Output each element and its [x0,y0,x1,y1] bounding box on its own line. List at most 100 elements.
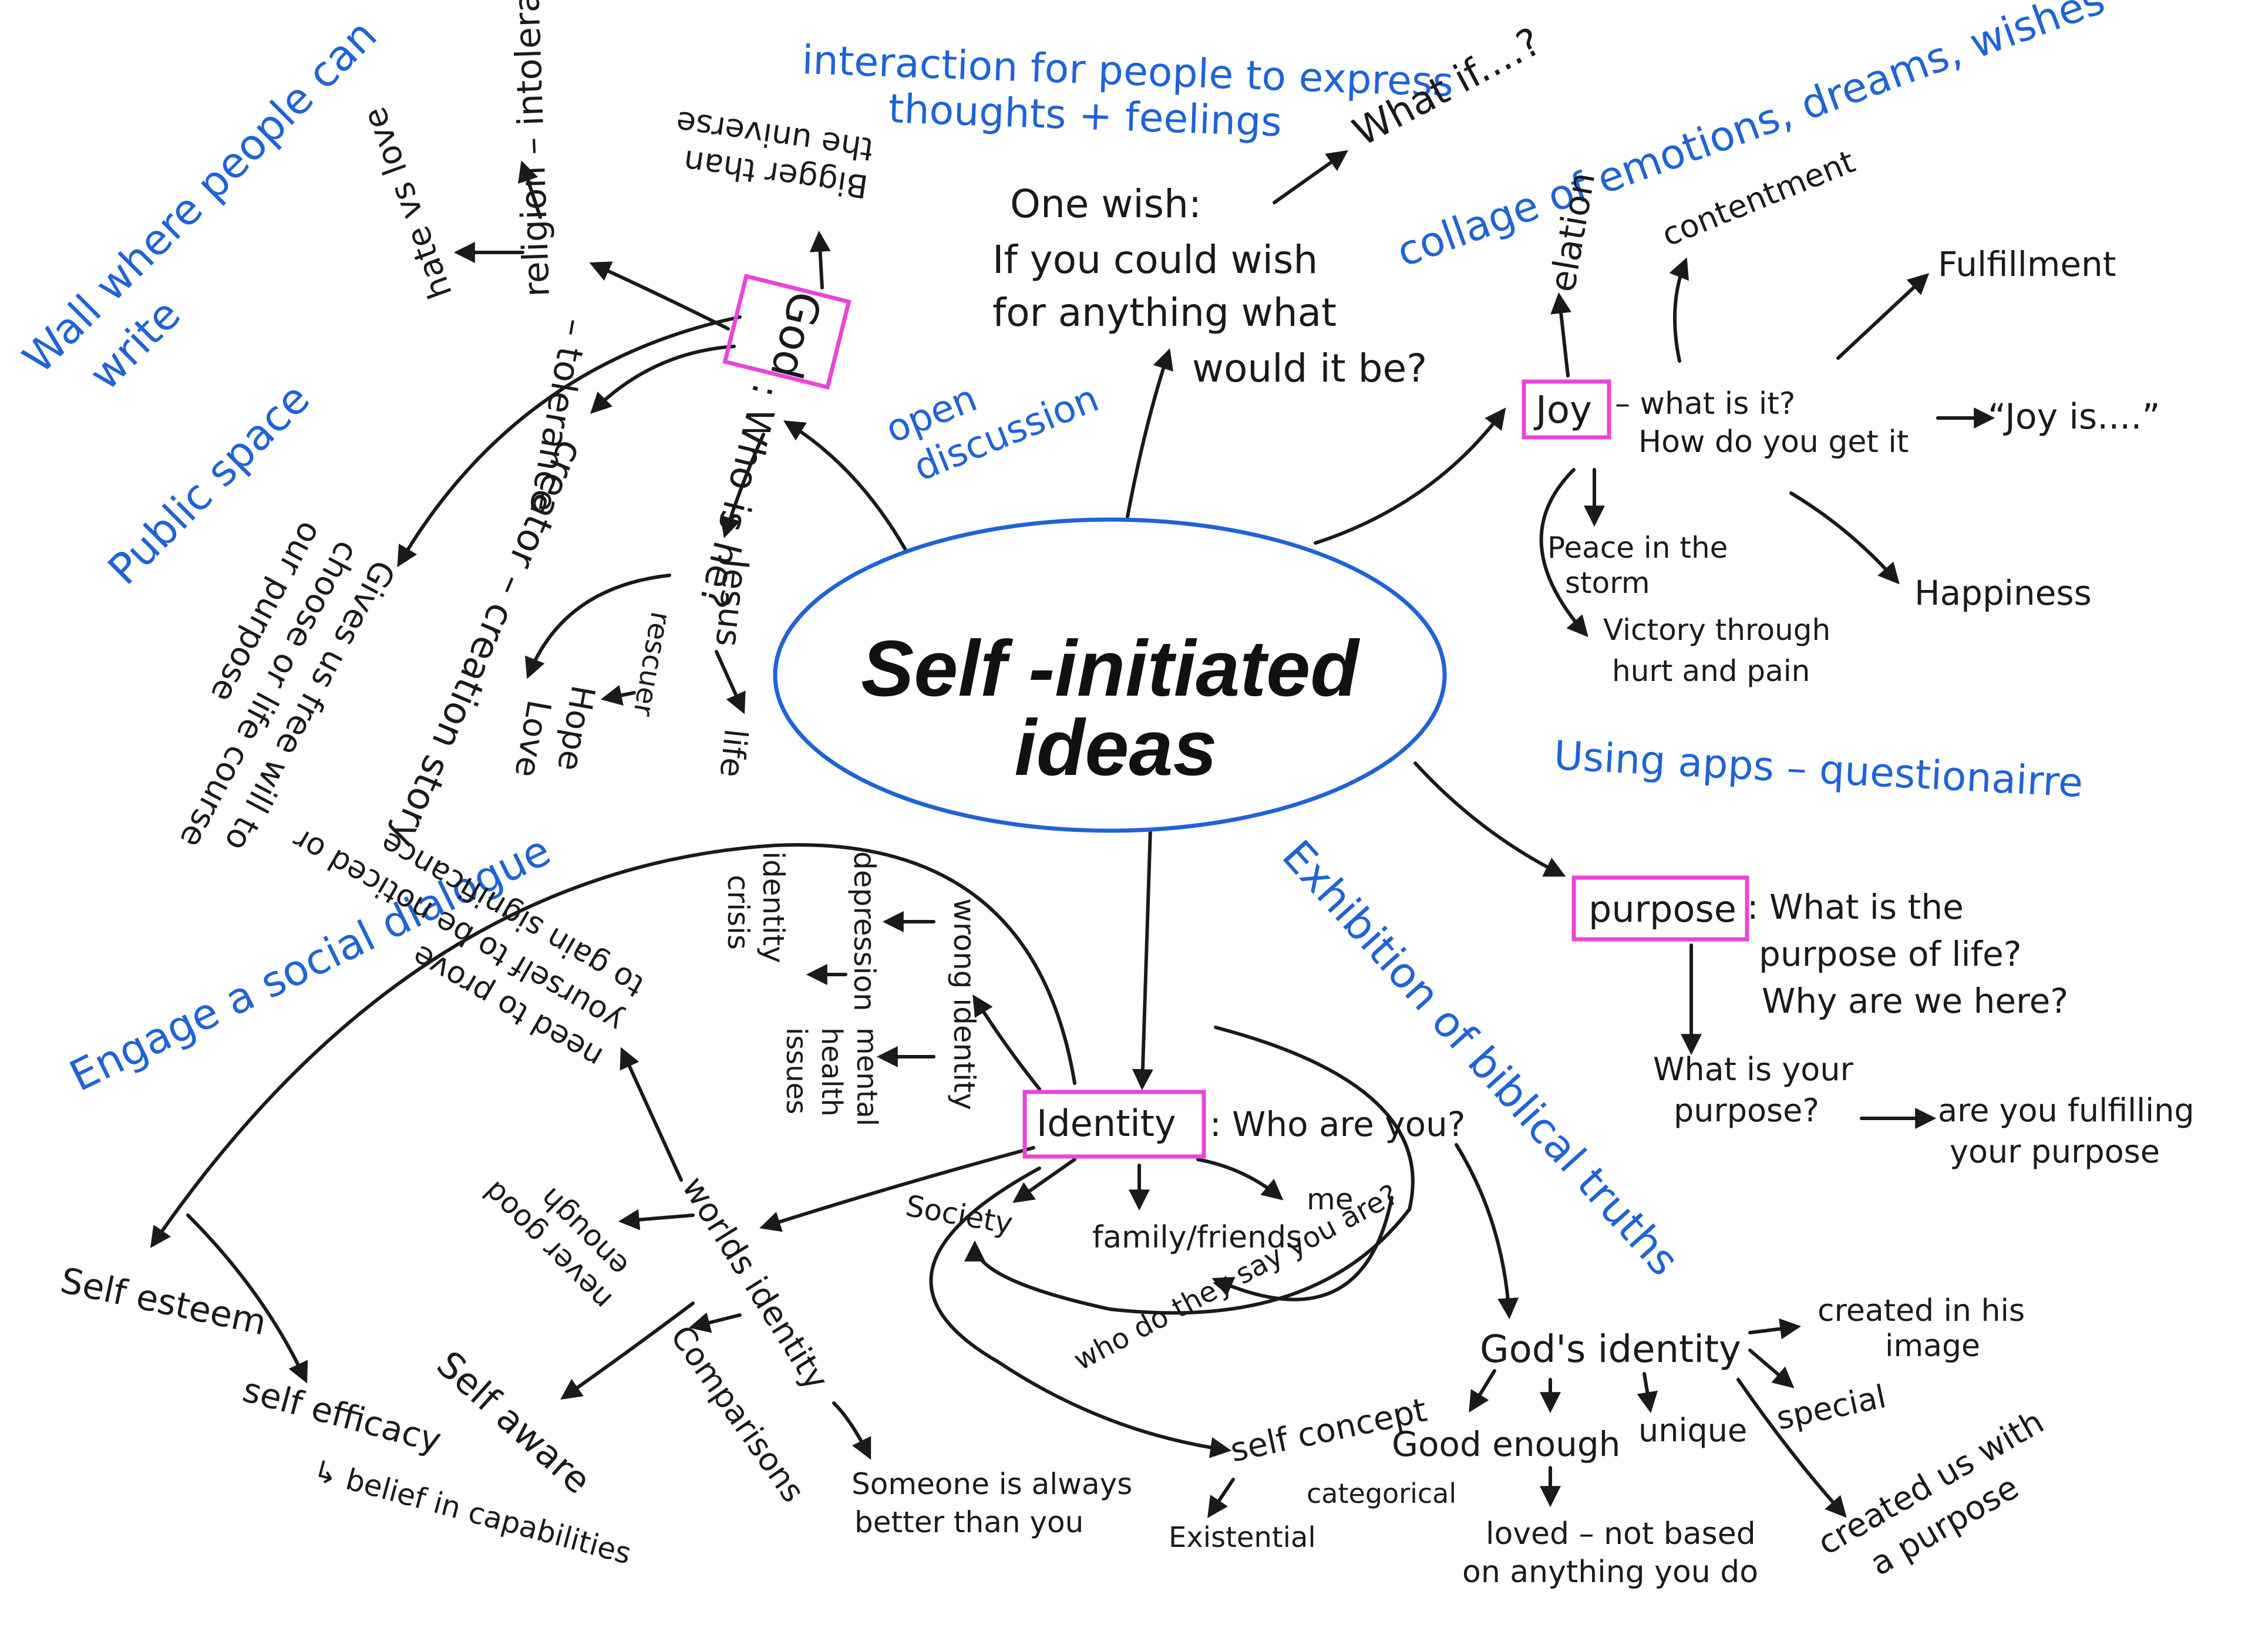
identity-mental: mental health issues [780,1027,883,1135]
joy-label: Joy [1533,389,1592,432]
gods-created-image: created in his image [1818,1293,2035,1364]
edge-gods-goodenough [1469,1369,1496,1413]
joy-question: – what is it? How do you get it [1615,386,1909,460]
identity-highlight-box [1022,1090,1206,1159]
identity-crisis-line1: identity [756,851,790,963]
edge-joy-fulfillment [1836,273,1930,360]
identity-mental-line2: health [815,1027,848,1117]
edge-identity-society [1012,1158,1076,1203]
edge-whosay-family [1211,1196,1394,1302]
gods-good-enough: Good enough [1392,1424,1620,1464]
edge-identity-worlds [759,1146,1035,1232]
edge-religion-intolerance [518,160,542,219]
identity-prove: need to prove yourself to be noticed or … [258,781,649,1075]
note-wall-line1: Wall where people can [14,10,386,383]
gods-unique: unique [1638,1412,1747,1449]
identity-wrong: wrong identity [947,898,981,1110]
god-love: Love [507,697,558,780]
identity-family: family/friends [1092,1220,1302,1255]
god-highlight-box [722,274,851,390]
joy-peace-line1: Peace in the [1547,531,1728,565]
edge-identity-wrong [972,994,1041,1091]
edge-center-identity [1132,808,1153,1091]
note-wall: Wall where people can write [14,1,437,424]
edge-center-god [783,420,915,565]
purpose-question-line3: Why are we here? [1762,981,2068,1021]
identity-crisis-line2: crisis [721,875,755,950]
identity-someone: Someone is always better than you [851,1467,1142,1539]
edge-god-bigger [809,230,831,289]
edge-worlds-someone [832,1401,871,1460]
wish-line4: would it be? [1192,346,1427,391]
god-creator: creator – creation story [381,434,592,854]
joy-victory-line2: hurt and pain [1612,654,1810,688]
purpose-label: purpose [1588,888,1736,930]
purpose-fulfilling-line1: are you fulfilling [1938,1092,2195,1129]
identity-existential: Existential [1169,1521,1316,1554]
edge-who-jesus [720,433,765,538]
gods-created-image-line1: created in his [1818,1293,2025,1329]
purpose-question-line1: : What is the [1747,887,1964,927]
identity-someone-line1: Someone is always [851,1467,1132,1501]
edge-center-joy [1314,407,1506,545]
edge-joy-victory [1539,468,1588,638]
edge-god-religion [589,261,730,331]
god-bigger: Bigger than the universe [668,104,875,205]
wish-line3: for anything what [992,290,1337,335]
gods-created-purpose: created us with a purpose [1812,1398,2082,1601]
edge-identity-selfesteem [150,843,1076,1248]
purpose-fulfilling: are you fulfilling your purpose [1938,1092,2204,1170]
joy-happiness: Happiness [1914,573,2092,613]
joy-victory: Victory through hurt and pain [1603,613,1840,688]
note-using-apps: Using apps – questionairre [1553,733,2084,807]
purpose-your-line1: What is your [1653,1051,1854,1088]
purpose-question-line2: purpose of life? [1759,934,2022,974]
joy-fulfillment: Fulfillment [1938,244,2116,284]
edge-joy-happiness [1789,491,1900,585]
purpose-highlight-box [1571,875,1749,942]
identity-categorical: categorical [1307,1478,1456,1509]
edge-wish-whatif [1273,150,1348,204]
center-title-line1: Self -initiated [861,624,1360,713]
edge-joy-contentment [1669,257,1689,363]
wish-line1: One wish: [1010,181,1201,227]
edge-gods-createdpurpose [1736,1378,1847,1518]
edge-joy-elation [1550,292,1572,377]
edge-identity-me [1196,1158,1284,1201]
god-rescuer: rescuer [627,609,677,719]
note-open-discussion: open discussion [880,334,1105,494]
identity-mental-line3: issues [780,1027,813,1114]
edge-jesus-love [524,574,671,679]
identity-label: Identity [1036,1102,1176,1145]
identity-question: : Who are you? [1210,1104,1466,1144]
edge-jesus-life [715,650,746,714]
edge-gods-special [1748,1348,1795,1388]
god-free-will: Gives us free will to choose or life cou… [131,515,402,882]
edge-selfconcept-existential [1207,1478,1235,1518]
gods-loved-line1: loved – not based [1486,1516,1756,1552]
center-title-line2: ideas [1014,703,1217,792]
gods-loved-line2: on anything you do [1462,1555,1758,1590]
identity-self-aware: Self aware [429,1343,600,1502]
identity-someone-line2: better than you [854,1505,1083,1539]
joy-peace: Peace in the storm [1547,531,1737,600]
god-jesus: Jesus [708,555,757,649]
gods-loved: loved – not based on anything you do [1462,1516,1765,1590]
god-hate-love: hate vs love [355,102,460,304]
edge-god-creator [397,315,742,568]
joy-victory-line1: Victory through [1603,613,1830,647]
identity-never-good: never good enough [470,1143,643,1316]
edge-center-wish [1126,348,1173,518]
purpose-your-line2: purpose? [1674,1092,1819,1129]
connectors [150,150,1995,1518]
joy-peace-line2: storm [1565,566,1650,600]
identity-society: Society [903,1189,1015,1241]
center-oval [773,517,1447,833]
edge-worlds-prove [620,1047,683,1182]
identity-me: me [1307,1182,1353,1216]
god-label: God [760,286,830,384]
edge-selfesteem-efficacy [186,1213,308,1384]
edge-gods-unique [1637,1372,1658,1414]
purpose-your: What is your purpose? [1653,1051,1863,1129]
